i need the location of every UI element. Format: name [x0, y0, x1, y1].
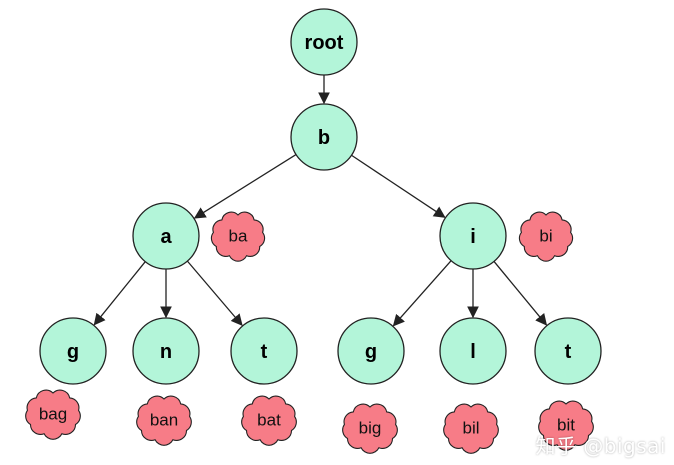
edge-b-a: [193, 153, 297, 219]
word-cloud-ba: ba: [210, 211, 266, 262]
word-cloud-bat: bat: [241, 395, 297, 446]
word-label: bag: [39, 405, 67, 424]
word-label: ban: [150, 411, 178, 430]
node-circle: [290, 103, 358, 171]
node-a: a: [132, 202, 200, 270]
node-circle: [337, 317, 405, 385]
edges-layer: [93, 75, 548, 327]
node-label: l: [470, 341, 476, 363]
node-label: i: [470, 226, 476, 248]
node-label: g: [365, 341, 377, 363]
word-cloud-bil: bil: [443, 403, 499, 454]
node-circle: [39, 317, 107, 385]
word-cloud-ban: ban: [136, 395, 192, 446]
node-ag: g: [39, 317, 107, 385]
edge-i-it: [493, 261, 548, 326]
word-clouds-layer: ba bi bag ban bat big bil bit: [25, 211, 594, 454]
node-label: t: [565, 341, 572, 363]
node-root: root: [290, 8, 358, 76]
edge-b-i: [351, 154, 446, 218]
cloud-shape: [342, 403, 398, 454]
cloud-shape: [136, 395, 192, 446]
node-circle: [230, 317, 298, 385]
node-ig: g: [337, 317, 405, 385]
node-circle: [132, 202, 200, 270]
cloud-shape: [241, 395, 297, 446]
node-label: t: [261, 341, 268, 363]
node-it: t: [534, 317, 602, 385]
edge-i-ig: [392, 260, 452, 327]
node-at: t: [230, 317, 298, 385]
node-label: b: [318, 127, 330, 149]
node-circle: [290, 8, 358, 76]
edge-a-ag: [93, 261, 146, 326]
cloud-shape: [518, 211, 574, 262]
word-label: bil: [462, 419, 479, 438]
node-circle: [439, 317, 507, 385]
cloud-shape: [210, 211, 266, 262]
cloud-shape: [443, 403, 499, 454]
edge-a-at: [186, 260, 243, 327]
node-i: i: [439, 202, 507, 270]
cloud-shape: [25, 389, 81, 440]
word-label: bit: [557, 416, 575, 435]
word-label: bat: [257, 411, 281, 430]
word-cloud-bi: bi: [518, 211, 574, 262]
node-label: root: [305, 32, 344, 54]
word-label: big: [359, 419, 382, 438]
cloud-shape: [538, 400, 594, 451]
node-an: n: [132, 317, 200, 385]
node-label: g: [67, 341, 79, 363]
word-cloud-big: big: [342, 403, 398, 454]
node-b: b: [290, 103, 358, 171]
node-il: l: [439, 317, 507, 385]
node-label: n: [160, 341, 172, 363]
watermark: 知乎 @bigsai: [535, 434, 666, 458]
word-label: bi: [539, 227, 552, 246]
node-circle: [534, 317, 602, 385]
word-label: ba: [229, 227, 248, 246]
word-cloud-bit: bit: [538, 400, 594, 451]
node-label: a: [160, 226, 172, 248]
node-circle: [132, 317, 200, 385]
word-cloud-bag: bag: [25, 389, 81, 440]
node-circle: [439, 202, 507, 270]
